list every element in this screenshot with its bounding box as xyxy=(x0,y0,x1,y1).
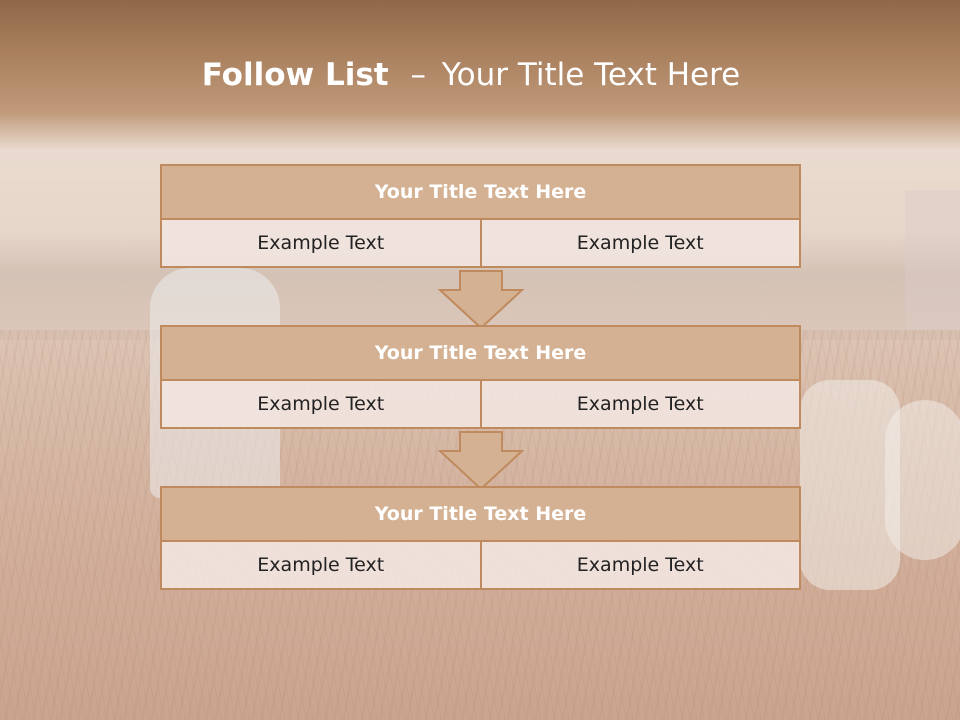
slide-title: Follow List – Your Title Text Here xyxy=(0,52,942,98)
title-banner xyxy=(0,0,960,150)
background-goat-figure xyxy=(800,380,900,590)
list-block-2: Your Title Text Here Example Text Exampl… xyxy=(160,325,801,429)
background-building xyxy=(905,190,960,330)
list-block-3: Your Title Text Here Example Text Exampl… xyxy=(160,486,801,590)
slide-title-separator: – xyxy=(410,57,426,93)
down-arrow-icon xyxy=(438,431,524,491)
block-cell-left: Example Text xyxy=(160,218,482,268)
block-title: Your Title Text Here xyxy=(160,164,801,220)
block-title: Your Title Text Here xyxy=(160,486,801,542)
background-goat-figure-2 xyxy=(885,400,960,560)
block-cell-left: Example Text xyxy=(160,379,482,429)
slide-title-bold: Follow List xyxy=(201,57,389,93)
slide-title-text: Your Title Text Here xyxy=(441,57,741,93)
block-title: Your Title Text Here xyxy=(160,325,801,381)
block-row: Example Text Example Text xyxy=(160,379,801,429)
block-cell-left: Example Text xyxy=(160,540,482,590)
block-cell-right: Example Text xyxy=(479,379,801,429)
block-row: Example Text Example Text xyxy=(160,540,801,590)
block-row: Example Text Example Text xyxy=(160,218,801,268)
down-arrow-icon xyxy=(438,270,524,330)
list-block-1: Your Title Text Here Example Text Exampl… xyxy=(160,164,801,268)
block-cell-right: Example Text xyxy=(479,540,801,590)
block-cell-right: Example Text xyxy=(479,218,801,268)
